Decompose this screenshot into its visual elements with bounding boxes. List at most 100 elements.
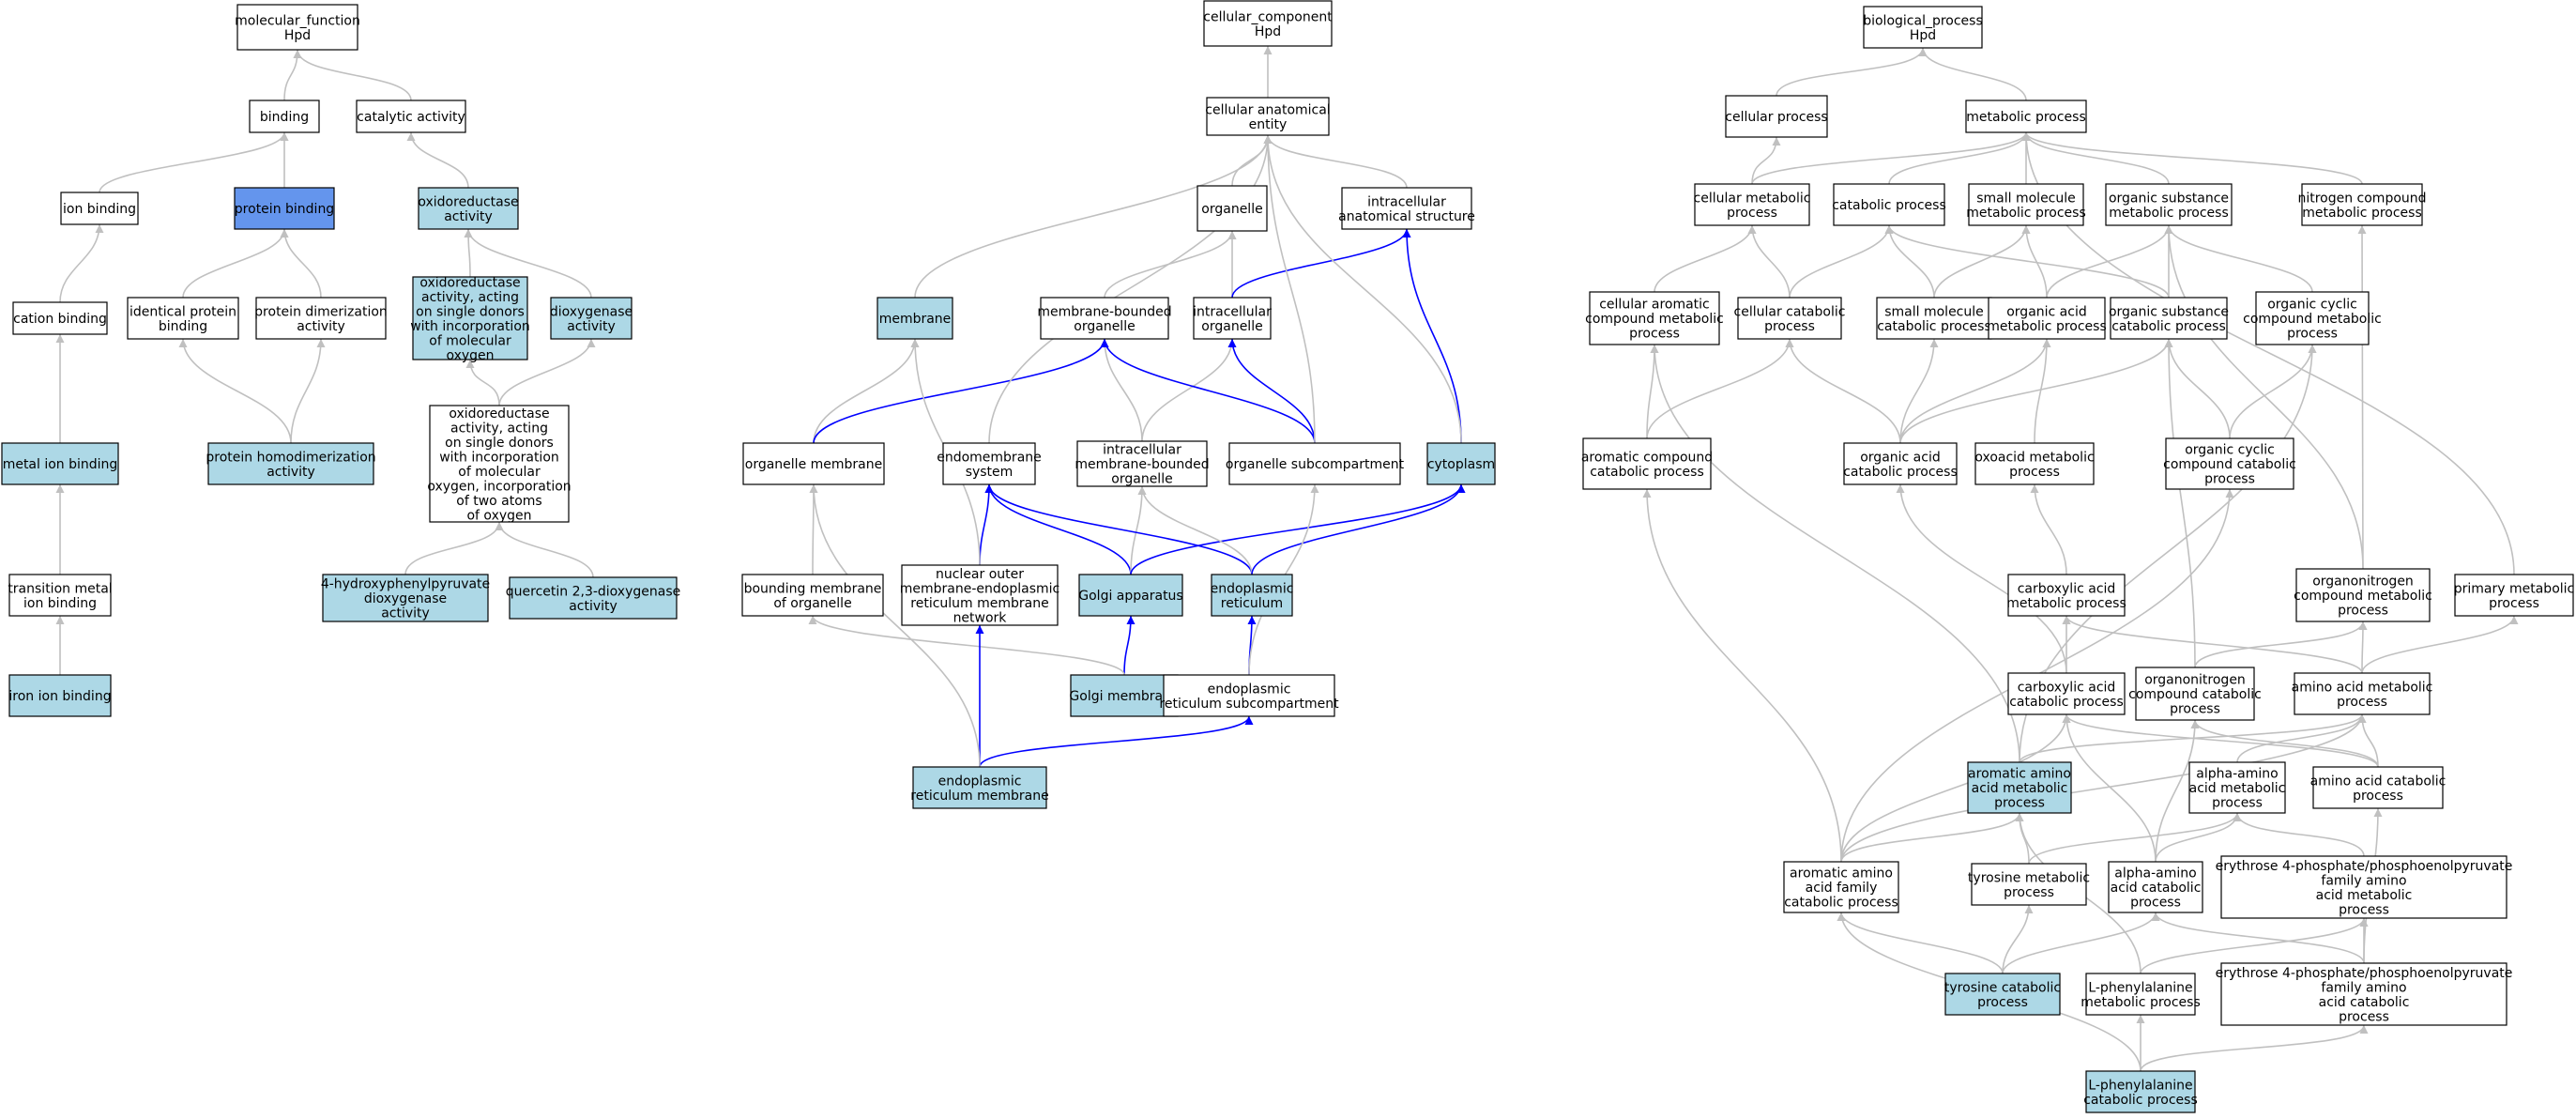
node-label-line: organelle xyxy=(1111,472,1172,487)
node-label-line: endoplasmic xyxy=(938,774,1022,789)
node-box xyxy=(1076,440,1208,487)
edge-path xyxy=(495,521,594,578)
edge-orgsubmet-to-metproc xyxy=(2021,131,2170,185)
node-label-line: organic cyclic xyxy=(2267,298,2357,313)
node-label-line: cellular_component xyxy=(1203,9,1333,24)
node-golgimem: Golgi membrane xyxy=(1069,674,1180,717)
node-label-line: catalytic activity xyxy=(357,110,465,125)
node-label-line: alpha-amino xyxy=(2114,866,2196,881)
edge-golgi-to-cytoplasm xyxy=(1130,483,1466,575)
node-label-line: reticulum subcompartment xyxy=(1159,697,1339,712)
edge-path xyxy=(1918,47,2027,101)
node-label-line: transition metal xyxy=(8,581,112,596)
node-label-line: process xyxy=(2004,885,2054,900)
node-label-line: metal ion binding xyxy=(3,457,118,472)
node-label-line: metabolic process xyxy=(2302,206,2422,221)
edge-aamet-to-primmet xyxy=(2361,615,2519,674)
node-ironion: iron ion binding xyxy=(8,674,112,717)
node-label-line: intracellular xyxy=(1103,443,1181,458)
edge-path xyxy=(1642,488,1842,863)
node-label-line: process xyxy=(2009,465,2060,480)
node-label-line: on single donors xyxy=(445,436,554,451)
node-label-line: oxidoreductase xyxy=(449,406,549,422)
node-organelle: organelle xyxy=(1197,185,1268,232)
node-label-line: process xyxy=(2212,796,2263,811)
edge-tyrcat-to-tyrmet xyxy=(2002,904,2034,974)
edge-path xyxy=(2164,224,2364,570)
edge-catab-to-metproc xyxy=(1888,131,2031,185)
edge-aromfamcat-to-aromaamet xyxy=(1840,812,2024,863)
node-box xyxy=(1228,442,1401,485)
edge-ias-to-cae xyxy=(1263,134,1408,189)
edge-orgsubcat-to-catab xyxy=(1884,224,2170,299)
edge-path xyxy=(1100,338,1316,444)
node-box xyxy=(1971,863,2087,906)
edge-path xyxy=(2151,912,2365,964)
node-label-line: organonitrogen xyxy=(2144,673,2246,688)
node-box xyxy=(741,574,884,617)
node-box xyxy=(2454,574,2574,617)
node-label-line: of oxygen xyxy=(466,508,531,523)
node-box xyxy=(1078,574,1183,617)
edge-organonitromet-to-nitromet xyxy=(2357,224,2367,570)
node-label-line: process xyxy=(2489,596,2539,611)
node-box xyxy=(742,442,885,485)
edge-golgimem-to-boundmem xyxy=(808,615,1125,676)
edge-dioxy-to-oxred xyxy=(464,228,592,299)
node-metalion: metal ion binding xyxy=(1,442,119,485)
node-label-line: organic substance xyxy=(2109,304,2229,319)
node-box xyxy=(2295,568,2431,622)
edge-path xyxy=(2236,713,2367,763)
edge-alphacat-to-carbcat xyxy=(2062,713,2157,863)
edge-golgi-to-endomem xyxy=(984,483,1132,575)
node-label-line: Hpd xyxy=(284,28,311,43)
node-box xyxy=(1193,297,1272,340)
edge-path xyxy=(59,223,104,303)
node-label-line: primary metabolic xyxy=(2454,581,2575,596)
edge-path xyxy=(2358,621,2368,674)
node-label-line: Hpd xyxy=(1910,28,1936,43)
edge-path xyxy=(1251,483,1466,575)
node-label-line: membrane xyxy=(879,312,952,327)
node-box xyxy=(876,297,953,340)
edge-path xyxy=(1130,485,1147,575)
edge-path xyxy=(404,521,504,575)
edge-path xyxy=(1840,713,2071,863)
edge-path xyxy=(283,49,302,101)
edge-path xyxy=(1899,338,2051,444)
node-label-line: catabolic process xyxy=(1843,465,1958,480)
node-box xyxy=(1163,674,1335,717)
node-label-line: acid family xyxy=(1806,881,1878,896)
node-label-line: system xyxy=(966,465,1014,480)
node-label-line: cation binding xyxy=(13,312,107,327)
node-box xyxy=(1965,100,2087,133)
edge-aromaamet-to-cellarom xyxy=(1650,344,2020,763)
node-label-line: oxygen xyxy=(446,348,494,363)
edge-e4pcat-to-alphacat xyxy=(2151,912,2365,964)
edge-protHomo-to-protdimer xyxy=(290,338,326,444)
edge-path xyxy=(2015,812,2030,865)
node-ionbind: ion binding xyxy=(60,192,139,225)
node-label-line: acid catabolic xyxy=(2319,995,2410,1010)
node-orgmem: organelle membrane xyxy=(742,442,885,485)
edge-orgacidcat-to-smallcat xyxy=(1899,338,1939,444)
node-label-line: cellular anatomical xyxy=(1205,102,1330,117)
node-box xyxy=(1725,95,1828,138)
edge-path xyxy=(465,359,500,406)
node-label-line: compound catabolic xyxy=(2163,457,2296,472)
edge-ionbind-to-binding xyxy=(99,131,289,193)
edge-path xyxy=(1789,224,1894,299)
